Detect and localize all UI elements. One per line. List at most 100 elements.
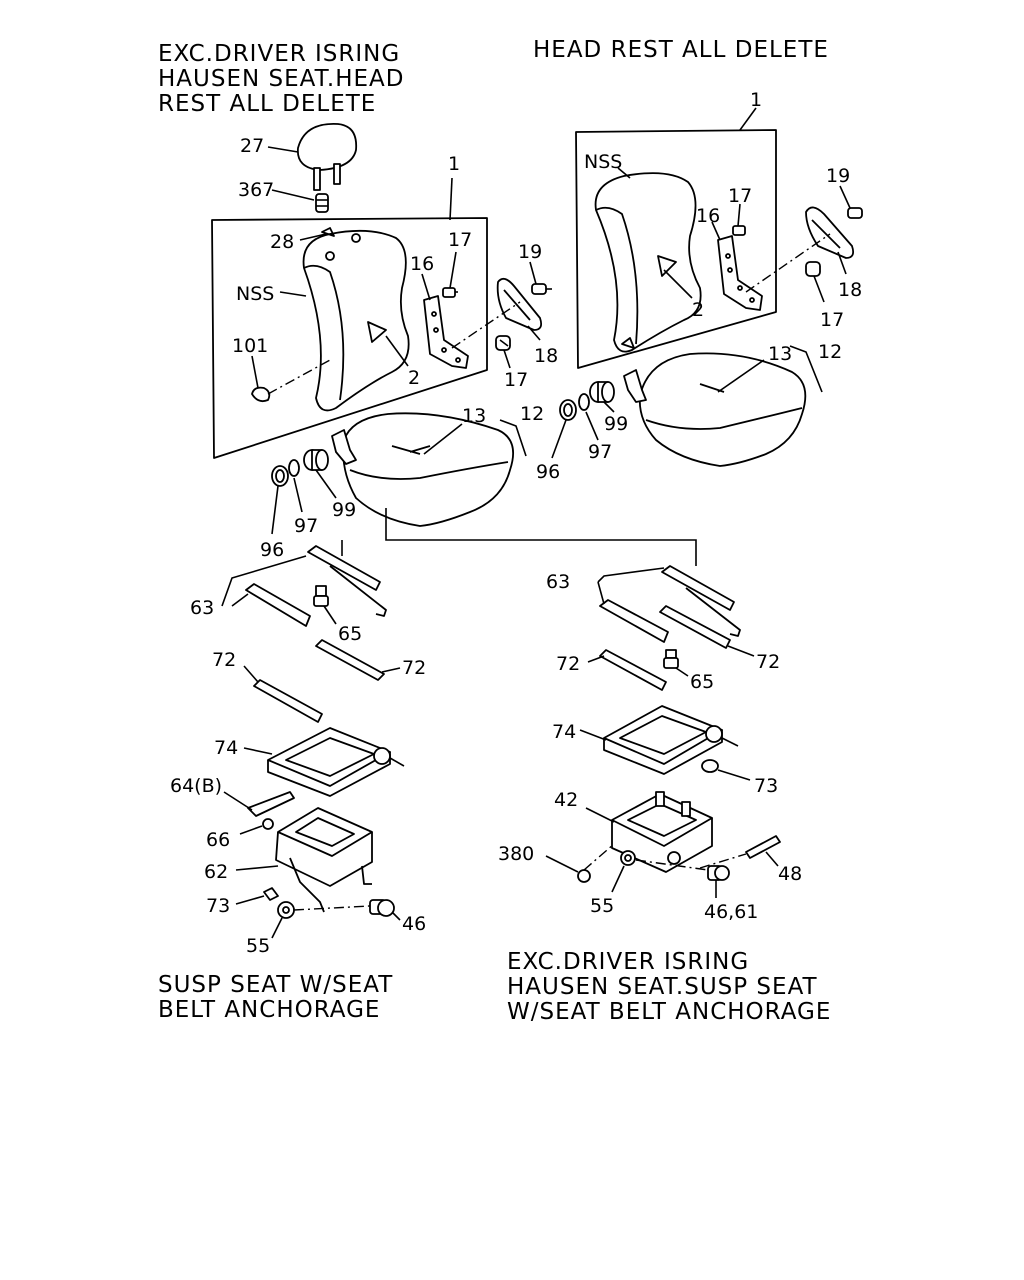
callout-17-upper-left: 17 bbox=[448, 229, 472, 251]
callout-12-left: 12 bbox=[520, 403, 544, 425]
callout-2-right: 2 bbox=[692, 299, 704, 321]
bolt-part-65-right bbox=[663, 649, 679, 669]
caption-line: HAUSEN SEAT.SUSP SEAT bbox=[507, 974, 818, 1000]
rail-part-72-right-a bbox=[659, 605, 731, 649]
bolt-part-19-left bbox=[531, 283, 552, 295]
slide-rail-part-63-right-lower bbox=[599, 599, 669, 643]
callout-99-left: 99 bbox=[332, 499, 356, 521]
callout-72-right-a: 72 bbox=[756, 651, 780, 673]
callout-12-right: 12 bbox=[818, 341, 842, 363]
nut-part-55-right bbox=[620, 850, 636, 866]
leader-63-left-upper bbox=[221, 555, 307, 607]
leader-65-left bbox=[323, 605, 337, 625]
caption-top-right: HEAD REST ALL DELETE bbox=[533, 38, 829, 63]
assembly-line-46-left bbox=[293, 905, 371, 911]
bolt-part-46-61-right bbox=[707, 865, 730, 881]
assembly-line-380 bbox=[583, 843, 615, 871]
leader-17-upper-left bbox=[449, 251, 457, 289]
callout-55-right: 55 bbox=[590, 895, 614, 917]
leader-28 bbox=[299, 233, 327, 241]
callout-367: 367 bbox=[238, 179, 274, 201]
leader-1-right bbox=[739, 107, 757, 131]
callout-1-left: 1 bbox=[448, 153, 460, 175]
bolt-part-46-left bbox=[369, 899, 395, 917]
bracket-part-18-left bbox=[496, 277, 543, 331]
leader-18-right bbox=[837, 251, 847, 275]
leader-96-left bbox=[271, 485, 279, 535]
hinge-plate-part-16 bbox=[423, 295, 469, 369]
callout-74-right: 74 bbox=[552, 721, 576, 743]
leader-17-upper-right bbox=[737, 203, 741, 227]
connector-line-cushion bbox=[385, 508, 697, 566]
leader-96-right bbox=[551, 419, 567, 459]
callout-17-lower-right: 17 bbox=[820, 309, 844, 331]
callout-96-right: 96 bbox=[536, 461, 560, 483]
callout-96-left: 96 bbox=[260, 539, 284, 561]
leader-16-right bbox=[711, 221, 721, 241]
slide-rail-part-63-right-upper bbox=[661, 565, 741, 637]
callout-17-upper-right: 17 bbox=[728, 185, 752, 207]
callout-65-left: 65 bbox=[338, 623, 362, 645]
leader-1-left bbox=[449, 177, 453, 221]
leader-99-left bbox=[315, 469, 337, 499]
leader-nss-left bbox=[279, 291, 307, 297]
callout-1-right: 1 bbox=[750, 89, 762, 111]
callout-46-left: 46 bbox=[402, 913, 426, 935]
leader-17-lower-left bbox=[503, 349, 511, 369]
callout-48: 48 bbox=[778, 863, 802, 885]
callout-46-61: 46,61 bbox=[704, 901, 758, 923]
leader-72-right-a bbox=[727, 645, 755, 657]
leader-13-right bbox=[717, 359, 765, 393]
bolt-part-17-upper-right bbox=[732, 225, 746, 236]
leader-63-left-lower bbox=[231, 593, 249, 607]
clip-right-back bbox=[621, 337, 635, 349]
lever-part-64b bbox=[247, 791, 295, 817]
caption-line: HEAD REST ALL DELETE bbox=[533, 37, 829, 63]
leader-73-right bbox=[717, 769, 751, 781]
hinge-plate-part-16-right bbox=[717, 235, 763, 311]
leader-62 bbox=[235, 865, 279, 871]
leader-19-left bbox=[529, 261, 537, 285]
suspension-part-62-left bbox=[275, 807, 373, 913]
callout-63-left: 63 bbox=[190, 597, 214, 619]
bolt-part-17-upper-left bbox=[442, 287, 458, 298]
callout-72-left-a: 72 bbox=[402, 657, 426, 679]
leader-99-right bbox=[603, 401, 615, 413]
leader-2-right bbox=[663, 269, 693, 299]
caption-line: REST ALL DELETE bbox=[158, 91, 377, 117]
nut-part-380 bbox=[577, 869, 591, 883]
rail-part-72-left-b bbox=[253, 679, 323, 723]
callout-380: 380 bbox=[498, 843, 534, 865]
seat-hinge-bracket-right bbox=[623, 369, 647, 403]
callout-72-right-b: 72 bbox=[556, 653, 580, 675]
callout-73-right: 73 bbox=[754, 775, 778, 797]
bracket-part-18-right bbox=[805, 206, 855, 259]
leader-65-right bbox=[675, 667, 689, 677]
caption-line: W/SEAT BELT ANCHORAGE bbox=[507, 999, 832, 1025]
callout-2-left: 2 bbox=[408, 367, 420, 389]
callout-63-right: 63 bbox=[546, 571, 570, 593]
leader-12-right bbox=[789, 345, 823, 393]
callout-62: 62 bbox=[204, 861, 228, 883]
assembly-line-48 bbox=[699, 853, 747, 869]
leader-55-left bbox=[271, 917, 283, 939]
leader-48 bbox=[765, 851, 779, 867]
leader-42 bbox=[585, 807, 615, 823]
bolt-part-17-lower-left bbox=[495, 335, 511, 351]
leader-64b bbox=[223, 791, 253, 811]
callout-73-left: 73 bbox=[206, 895, 230, 917]
callout-13-left: 13 bbox=[462, 405, 486, 427]
rail-part-72-left-a bbox=[315, 639, 385, 681]
callout-64b: 64(B) bbox=[170, 775, 222, 797]
seat-cushion-part-12-left bbox=[342, 412, 514, 527]
callout-72-left-b: 72 bbox=[212, 649, 236, 671]
callout-16-left: 16 bbox=[410, 253, 434, 275]
bolt-part-28 bbox=[321, 227, 335, 237]
leader-97-left bbox=[293, 477, 303, 513]
caption-top-left: EXC.DRIVER ISRING HAUSEN SEAT.HEAD REST … bbox=[158, 42, 405, 117]
bolt-part-17-lower-right bbox=[805, 261, 821, 277]
leader-63-right-upper bbox=[597, 567, 665, 583]
caption-bottom-right: EXC.DRIVER ISRING HAUSEN SEAT.SUSP SEAT … bbox=[507, 950, 831, 1025]
bushing-part-99-left bbox=[303, 449, 329, 471]
assembly-line-hinge-left bbox=[451, 301, 521, 349]
